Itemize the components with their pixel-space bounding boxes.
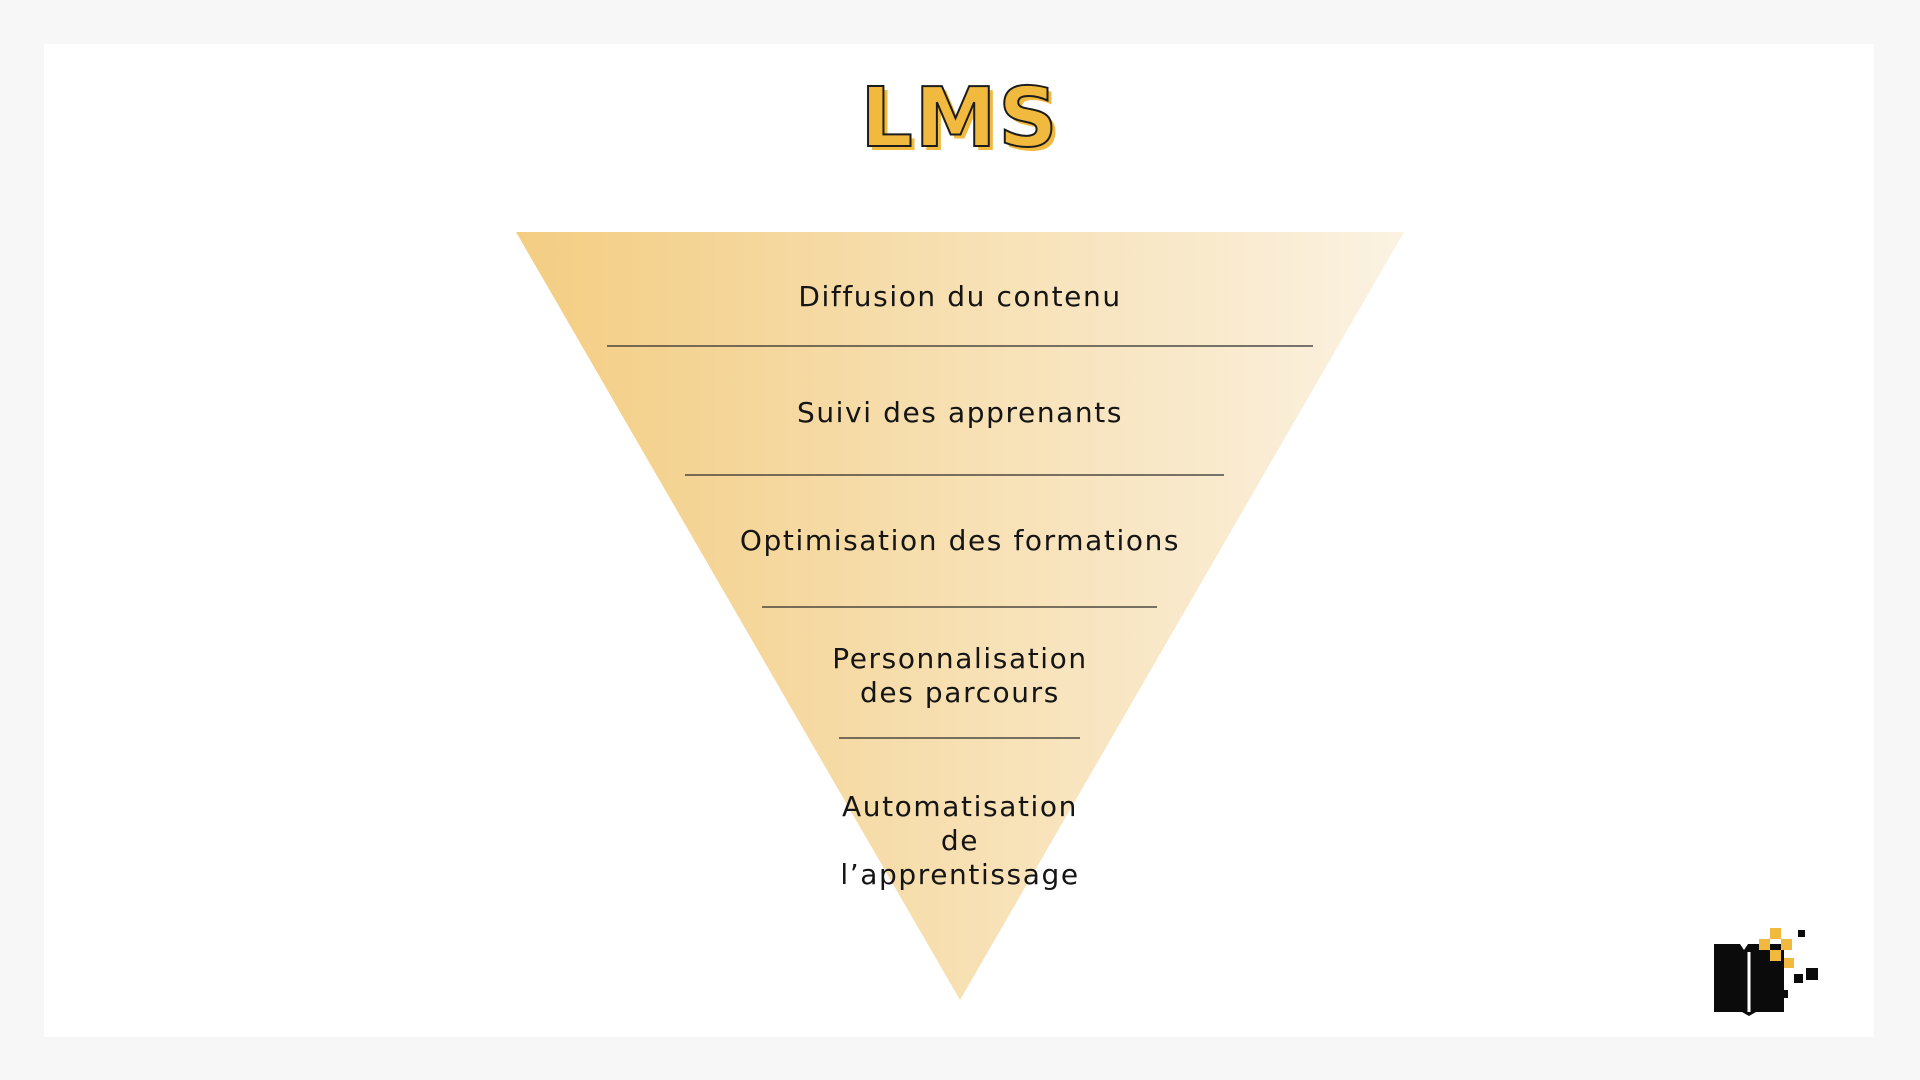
funnel-triangle (516, 232, 1404, 1000)
funnel-level-label: Suivi des apprenants (796, 396, 1124, 429)
funnel-level-label: Automatisation de l’apprentissage (840, 790, 1080, 891)
funnel-level-label: Personnalisation des parcours (832, 642, 1088, 709)
funnel-level-label: Diffusion du contenu (798, 280, 1122, 313)
book-logo-icon (1714, 928, 1818, 1016)
funnel-level-label: Optimisation des formations (739, 524, 1181, 557)
page-title: LMS (860, 71, 1060, 166)
